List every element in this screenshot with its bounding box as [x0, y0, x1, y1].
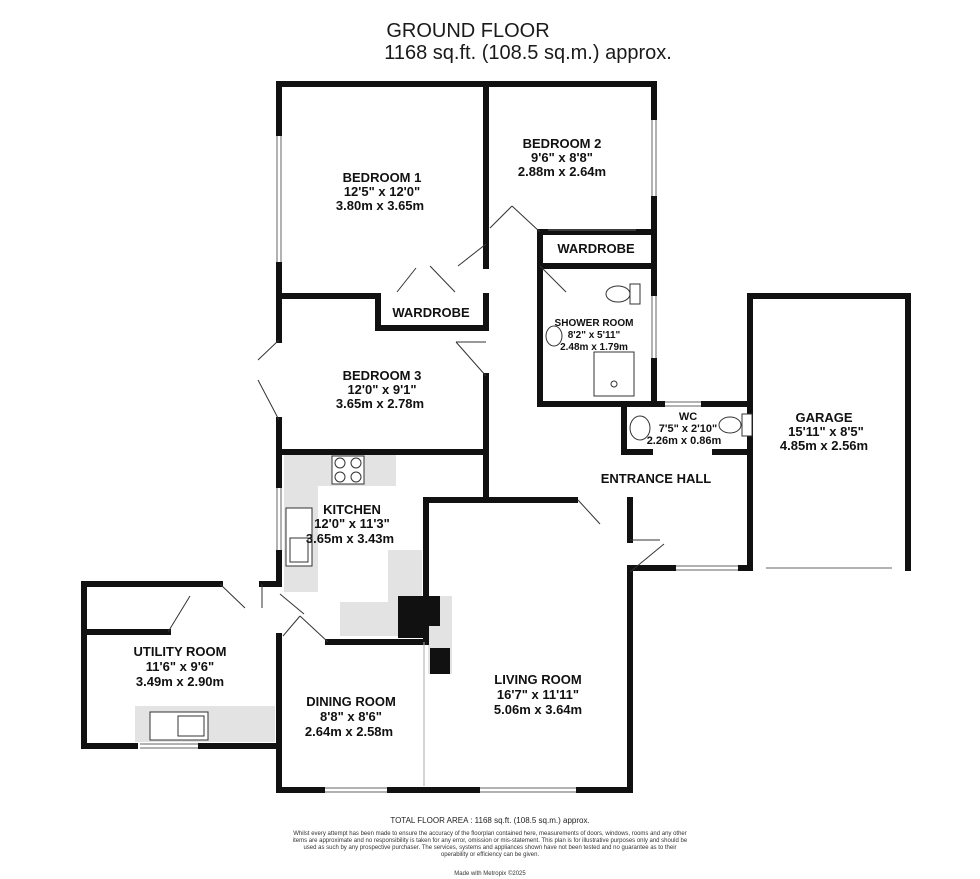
shower-tray-icon — [593, 351, 635, 397]
bedroom2-name: BEDROOM 2 — [523, 136, 602, 151]
utility-imperial: 11'6" x 9'6" — [146, 659, 214, 674]
wardrobe2-name: WARDROBE — [557, 241, 635, 256]
floor-title: GROUND FLOOR — [386, 20, 550, 42]
shower-imperial: 8'2" x 5'11" — [568, 330, 621, 341]
bedroom1-imperial: 12'5" x 12'0" — [344, 184, 420, 199]
wc-imperial: 7'5" x 2'10" — [659, 423, 717, 435]
bedroom1-name: BEDROOM 1 — [343, 170, 422, 185]
utility-name: UTILITY ROOM — [134, 644, 227, 659]
garage-metric: 4.85m x 2.56m — [780, 438, 868, 453]
toilet-icon — [605, 283, 753, 437]
door-swings — [167, 205, 665, 786]
living-metric: 5.06m x 3.64m — [494, 702, 582, 717]
bedroom3-metric: 3.65m x 2.78m — [336, 396, 424, 411]
wc-name: WC — [679, 411, 697, 423]
living-imperial: 16'7" x 11'11" — [497, 687, 579, 702]
kitchen-metric: 3.65m x 3.43m — [306, 531, 394, 546]
disclaimer: Whilst every attempt has been made to en… — [292, 831, 688, 858]
dining-imperial: 8'8" x 8'6" — [320, 709, 382, 724]
made-with: Made with Metropix ©2025 — [454, 871, 526, 877]
garage-name: GARAGE — [795, 410, 852, 425]
bedroom3-imperial: 12'0" x 9'1" — [347, 382, 416, 397]
kitchen-name: KITCHEN — [323, 502, 381, 517]
chimney-breast — [398, 596, 452, 674]
kitchen-imperial: 12'0" x 11'3" — [314, 516, 390, 531]
total-floor-area: TOTAL FLOOR AREA : 1168 sq.ft. (108.5 sq… — [390, 816, 590, 825]
dining-name: DINING ROOM — [306, 694, 396, 709]
hall-name: ENTRANCE HALL — [601, 471, 712, 486]
kitchen-sink-icon — [285, 507, 313, 567]
floor-area: 1168 sq.ft. (108.5 sq.m.) approx. — [384, 42, 672, 64]
shower-name: SHOWER ROOM — [555, 318, 634, 329]
bedroom3-name: BEDROOM 3 — [343, 368, 422, 383]
bedroom2-imperial: 9'6" x 8'8" — [531, 150, 593, 165]
garage-imperial: 15'11" x 8'5" — [788, 424, 864, 439]
wc-metric: 2.26m x 0.86m — [647, 435, 722, 447]
utility-sink-icon — [149, 711, 209, 741]
hob-icon — [331, 455, 365, 485]
living-name: LIVING ROOM — [494, 672, 581, 687]
dining-metric: 2.64m x 2.58m — [305, 724, 393, 739]
wardrobe1-name: WARDROBE — [392, 305, 470, 320]
bedroom2-metric: 2.88m x 2.64m — [518, 164, 606, 179]
utility-metric: 3.49m x 2.90m — [136, 674, 224, 689]
bedroom1-metric: 3.80m x 3.65m — [336, 198, 424, 213]
shower-metric: 2.48m x 1.79m — [560, 342, 628, 353]
basin-icon — [545, 325, 651, 441]
windows — [140, 120, 892, 795]
